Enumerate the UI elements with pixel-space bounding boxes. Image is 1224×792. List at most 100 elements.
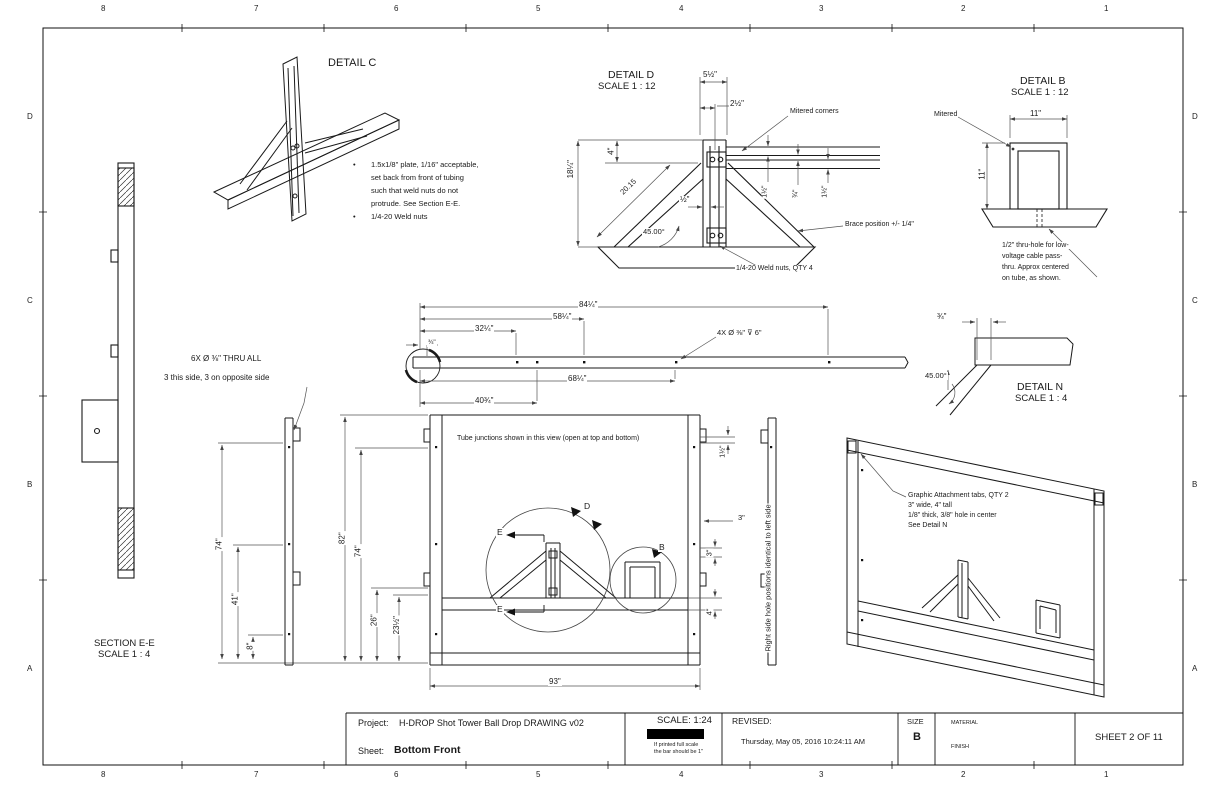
dim: ¾" [792, 188, 800, 199]
dim: 58¼" [552, 312, 573, 322]
detail-b-note: thru. Approx centered [1001, 264, 1070, 272]
zone-row: A [1192, 664, 1198, 673]
dim: ¾" [936, 312, 948, 322]
dim: 40¾" [474, 396, 495, 406]
size-label: SIZE [906, 717, 925, 726]
detail-d-dims [576, 77, 844, 267]
iso-note: 1/8" thick, 3/8" hole in center [907, 512, 998, 520]
zone-col: 4 [679, 4, 684, 13]
dim: 8" [245, 641, 255, 651]
detail-c-note: such that weld nuts do not [370, 186, 460, 195]
dim: 82" [337, 531, 348, 546]
zone-col: 8 [101, 4, 106, 13]
zone-row: A [27, 664, 33, 673]
hole-callout: 4X Ø ⅜" ⊽ 6" [716, 328, 763, 337]
dim: 23½" [392, 614, 402, 636]
dim: 74" [214, 537, 225, 552]
zone-col: 8 [101, 770, 106, 779]
dim: 11" [1029, 109, 1043, 119]
side-view [284, 417, 301, 666]
front-view-note: Tube junctions shown in this view (open … [456, 435, 641, 443]
section-ee-view [81, 162, 135, 579]
zone-col: 1 [1104, 4, 1109, 13]
bullet-icon: • [352, 160, 357, 169]
dim: 4" [606, 146, 616, 156]
dim: 1½" [821, 184, 829, 199]
section-arrow-label: E [496, 527, 504, 537]
zone-col: 7 [254, 4, 259, 13]
dim: 45.00° [642, 227, 666, 236]
zone-col: 3 [819, 4, 824, 13]
dim: 4" [704, 607, 714, 617]
thru-hole-note: 3 this side, 3 on opposite side [163, 373, 271, 383]
zone-row: D [1192, 112, 1198, 121]
detail-b-note: on tube, as shown. [1001, 275, 1062, 283]
dim: 5½" [702, 70, 718, 80]
detail-b-note: voltage cable pass- [1001, 253, 1064, 261]
revised-date: Thursday, May 05, 2016 10:24:11 AM [740, 737, 866, 746]
zone-col: 6 [394, 770, 399, 779]
scale-value: SCALE: 1:24 [656, 715, 713, 726]
dim: 2½" [729, 99, 745, 109]
dim: 11" [977, 167, 987, 181]
detail-circle-label: B [658, 542, 666, 552]
dim: 18¼" [566, 158, 576, 180]
front-view-detail-marks [485, 507, 677, 633]
section-ee-scale: SCALE 1 : 4 [97, 649, 152, 660]
note: 1/4-20 Weld nuts, QTY 4 [735, 265, 814, 273]
section-ee-title: SECTION E-E [93, 638, 156, 649]
detail-d-title: DETAIL D [607, 69, 656, 82]
revised-label: REVISED: [731, 716, 773, 726]
dim: 1½" [761, 184, 769, 199]
dim: 45.00° [924, 371, 948, 380]
detail-c-title: DETAIL C [327, 57, 378, 70]
zone-col: 4 [679, 770, 684, 779]
detail-b-dims [957, 115, 1098, 278]
scale-note: If printed full scale [653, 742, 700, 749]
iso-view-leader [860, 453, 907, 498]
detail-b-note: 1/2" thru-hole for low- [1001, 242, 1070, 250]
right-view-note: Right side hole positions identical to l… [763, 503, 773, 653]
detail-d-scale: SCALE 1 : 12 [597, 81, 657, 92]
note: Brace position +/- 1/4" [844, 221, 915, 229]
detail-n-scale: SCALE 1 : 4 [1014, 393, 1069, 404]
size-value: B [912, 731, 922, 744]
iso-view [846, 437, 1105, 698]
title-block-lines [345, 712, 1183, 765]
detail-n-view [935, 337, 1074, 416]
zone-row: C [27, 296, 33, 305]
sheet-border [39, 24, 1187, 769]
detail-c-view [212, 56, 401, 222]
note: Mitered [933, 111, 959, 119]
top-view [404, 348, 909, 384]
project-name: H-DROP Shot Tower Ball Drop DRAWING v02 [398, 718, 585, 729]
dim: 68¼" [567, 374, 588, 384]
dim: 32¼" [474, 324, 495, 334]
front-view [423, 414, 707, 666]
zone-col: 7 [254, 770, 259, 779]
dim: 3" [737, 513, 746, 522]
zone-row: C [1192, 296, 1198, 305]
detail-d-view [596, 139, 880, 269]
zone-col: 1 [1104, 770, 1109, 779]
material-label: MATERIAL [950, 720, 980, 727]
zone-col: 5 [536, 770, 541, 779]
detail-c-note: protrude. See Section E-E. [370, 199, 462, 208]
dim: ¾" [427, 339, 437, 347]
detail-c-note: set back from front of tubing [370, 173, 465, 182]
zone-col: 2 [961, 770, 966, 779]
detail-circle-label: D [583, 501, 592, 511]
detail-c-note: 1.5x1/8" plate, 1/16" acceptable, [370, 160, 480, 169]
dim: 84¼" [578, 300, 599, 310]
note: Mitered corners [789, 108, 840, 116]
zone-col: 6 [394, 4, 399, 13]
side-view-dims [218, 386, 308, 660]
dim: 93" [548, 677, 562, 687]
detail-b-title: DETAIL B [1019, 75, 1067, 88]
iso-note: See Detail N [907, 522, 949, 530]
detail-c-note: 1/4-20 Weld nuts [370, 212, 429, 221]
dim: 26" [369, 613, 380, 628]
sheet-info: SHEET 2 OF 11 [1094, 732, 1164, 743]
